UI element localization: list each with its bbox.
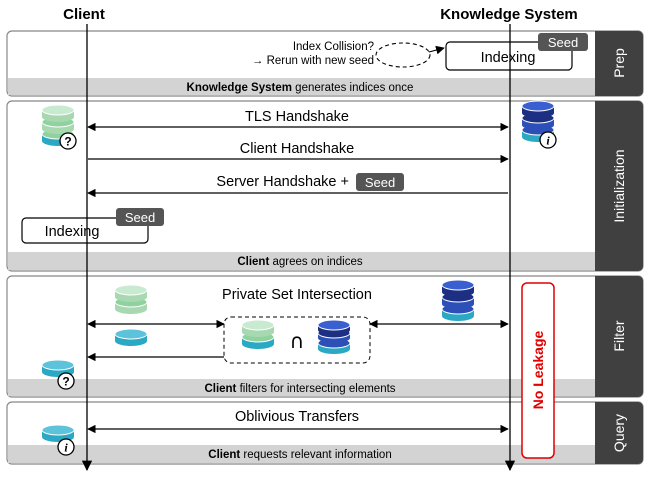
knowledge-system-actor-label: Knowledge System — [440, 6, 578, 23]
svg-text:i: i — [546, 134, 550, 148]
intersection-knowledge-system-database-icon — [317, 319, 351, 354]
knowledge-system-set-database-icon — [441, 279, 475, 321]
index-collision-question: Index Collision? — [293, 41, 374, 53]
collision-loop — [375, 42, 431, 68]
prep-seed-label: Seed — [548, 35, 578, 50]
info-badge-icon: i — [539, 131, 557, 149]
prep-seed-badge — [538, 33, 588, 51]
filter-question-badge-icon: ? — [57, 372, 75, 390]
svg-text:?: ? — [64, 135, 71, 149]
init-seed-badge — [116, 208, 164, 226]
oblivious-transfers-label: Oblivious Transfers — [235, 409, 359, 425]
init-phase-tab — [595, 101, 643, 271]
query-caption-bar — [8, 445, 595, 463]
no-leakage-label: No Leakage — [530, 330, 546, 409]
server-handshake-label: Server Handshake + — [216, 174, 349, 190]
prep-phase-label: Prep — [611, 48, 627, 78]
svg-text:?: ? — [62, 375, 69, 389]
result-database-icon — [114, 328, 148, 346]
intersect-symbol: ∩ — [290, 329, 305, 353]
init-caption-bar — [8, 252, 595, 270]
client-handshake-label: Client Handshake — [240, 141, 354, 157]
prep-phase-tab — [595, 31, 643, 96]
tls-handshake-label: TLS Handshake — [245, 109, 349, 125]
client-actor-label: Client — [63, 6, 105, 23]
query-panel: Query Client requests relevant informati… — [6, 401, 644, 465]
filter-caption: Client filters for intersecting elements — [204, 383, 395, 395]
filter-caption-bar — [8, 379, 595, 396]
filter-phase-tab — [595, 276, 643, 397]
rerun-note: → Rerun with new seed — [252, 55, 374, 67]
collision-loop-arrow — [428, 45, 445, 55]
filter-phase-label: Filter — [611, 320, 627, 351]
query-info-badge-icon: i — [57, 438, 75, 456]
init-indexing-label: Indexing — [45, 224, 100, 240]
query-phase-tab — [595, 402, 643, 464]
init-phase-label: Initialization — [611, 149, 627, 222]
filter-panel: Filter Client filters for intersecting e… — [6, 275, 644, 398]
prep-indexing-label: Indexing — [481, 50, 536, 66]
init-seed-label: Seed — [125, 210, 155, 225]
no-leakage-box: No Leakage — [521, 282, 555, 459]
svg-text:i: i — [64, 441, 68, 455]
server-handshake-seed-badge — [356, 173, 404, 191]
client-set-database-icon — [114, 284, 148, 314]
init-caption: Client agrees on indices — [237, 256, 363, 268]
psi-label: Private Set Intersection — [222, 287, 372, 303]
client-database-icon — [41, 104, 75, 146]
initialization-panel: Initialization Client agrees on indices … — [6, 100, 644, 272]
prep-caption: Knowledge System generates indices once — [187, 82, 414, 94]
server-handshake-seed-label: Seed — [365, 175, 395, 190]
intersection-client-database-icon — [241, 319, 275, 349]
prep-caption-bar — [8, 78, 595, 95]
question-badge-icon: ? — [59, 132, 77, 150]
prep-panel: Prep Knowledge System generates indices … — [6, 30, 644, 97]
query-caption: Client requests relevant information — [208, 449, 391, 461]
query-phase-label: Query — [611, 414, 627, 452]
